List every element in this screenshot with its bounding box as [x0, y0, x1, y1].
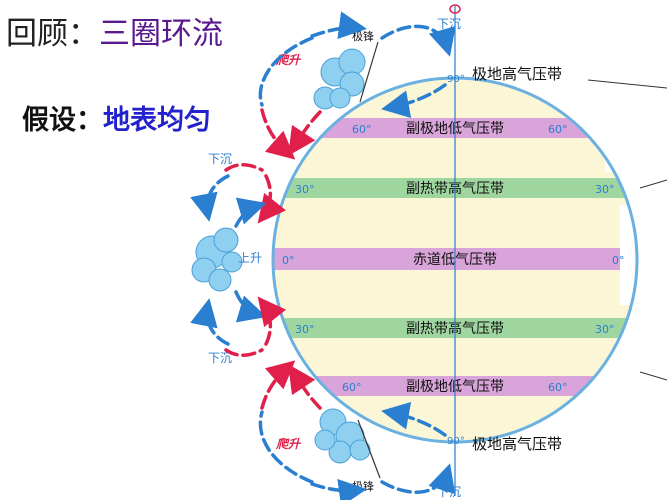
north-front-label: 极锋	[352, 29, 374, 43]
south-sink-label: 下沉	[437, 485, 461, 499]
north-pole-rotation-icon	[449, 4, 461, 14]
ferrel-top-arrow	[310, 11, 367, 40]
assumption-text: 假设：地表均匀	[22, 98, 211, 137]
assumption-main: 地表均匀	[103, 105, 211, 136]
ferrel-red-arrow	[260, 108, 296, 160]
hadley-left-arrow	[190, 174, 230, 222]
s-ferrel-bottom-arrow	[310, 478, 367, 500]
hadley-sink-arrow	[257, 174, 287, 224]
north-pole-label: 极地高气压带	[472, 65, 562, 83]
south-front-line	[357, 419, 381, 479]
title-main: 三圈环流	[99, 16, 223, 52]
page-title: 回顾：三圈环流	[6, 8, 223, 53]
title-prefix: 回顾：	[6, 16, 99, 52]
ferrel-left-arrow	[258, 36, 314, 107]
s-hadley-left-arrow	[190, 298, 230, 346]
lat-left-4: 60°	[342, 381, 362, 394]
s-polar-cell-upper-arrow	[381, 401, 447, 437]
south-pole-lat: 90°	[447, 436, 465, 447]
lat-left-0: 60°	[352, 123, 372, 136]
hadley-top-red-arrow	[224, 163, 264, 172]
northern-circulation-arrows	[190, 11, 456, 228]
pointer-line-mid	[639, 179, 667, 189]
north-pole-lat: 90°	[447, 74, 465, 85]
pointer-line-top	[587, 79, 667, 89]
s-ferrel-left-arrow	[258, 410, 314, 484]
s-hadley-surface-arrow	[234, 290, 267, 323]
north-front-line	[359, 41, 379, 103]
south-climb-label: 爬升	[275, 437, 302, 451]
lat-right-4: 60°	[548, 381, 568, 394]
assumption-prefix: 假设：	[22, 105, 103, 136]
polar-cell-upper-arrow	[380, 24, 456, 57]
cloud-icons	[191, 48, 371, 464]
lat-left-2: 0°	[282, 254, 295, 267]
lat-right-1: 30°	[595, 183, 615, 196]
lat-right-2: 0°	[612, 254, 625, 267]
south-front-cloud-icon	[314, 408, 371, 464]
north-subtropic-sink-label: 下沉	[208, 152, 232, 166]
equator-cloud-icon	[191, 227, 243, 292]
pointer-line-bot	[639, 371, 667, 381]
s-ferrel-surface-arrow	[288, 364, 322, 410]
lat-right-0: 60°	[548, 123, 568, 136]
equator-rise-label: 上升	[238, 251, 262, 265]
polar-cell-lower-arrow	[381, 83, 447, 119]
north-sink-label: 下沉	[437, 17, 461, 31]
lat-left-1: 30°	[295, 183, 315, 196]
hadley-surface-arrow	[234, 197, 267, 228]
ferrel-surface-arrow	[288, 110, 322, 156]
lat-left-3: 30°	[295, 323, 315, 336]
s-ferrel-red-arrow	[260, 360, 296, 410]
mask-right-2	[620, 205, 637, 305]
s-hadley-top-red-arrow	[224, 348, 264, 357]
mask-right-1	[605, 142, 637, 172]
south-pole-label: 极地高气压带	[472, 435, 562, 453]
s-hadley-sink-arrow	[257, 296, 287, 346]
south-subtropic-sink-label: 下沉	[208, 351, 232, 365]
southern-circulation-arrows	[190, 290, 456, 500]
lat-right-3: 30°	[595, 323, 615, 336]
s-polar-cell-lower-arrow	[380, 463, 456, 495]
north-front-cloud-icon	[313, 48, 366, 110]
